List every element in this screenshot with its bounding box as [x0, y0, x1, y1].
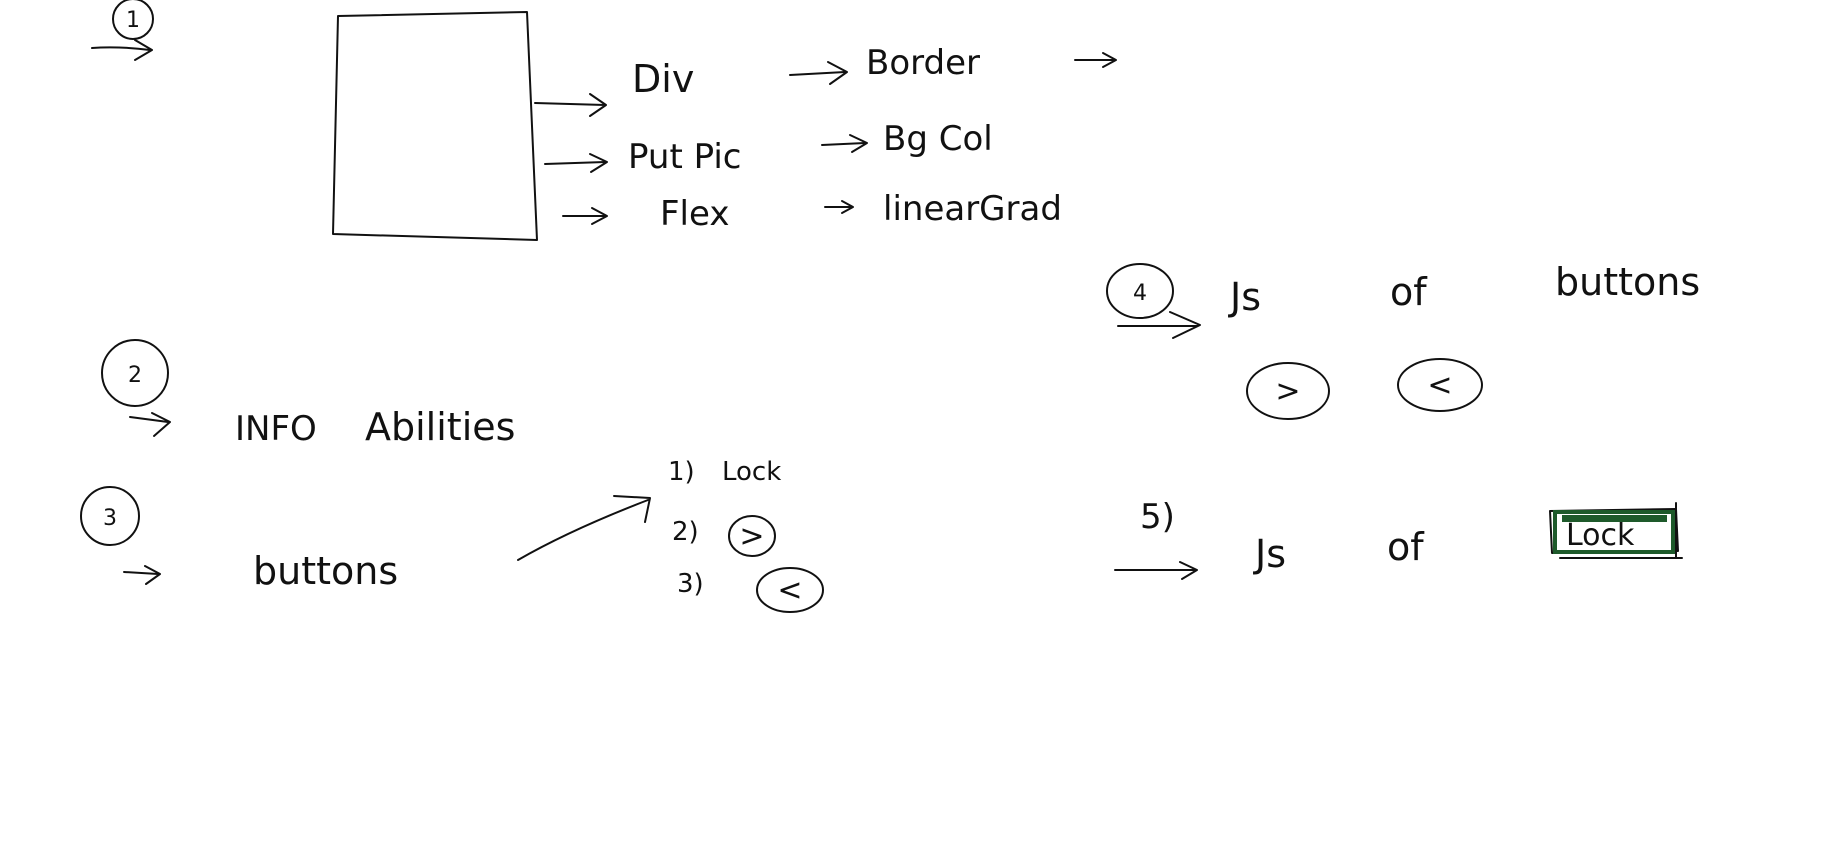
arrow-after-border: [1074, 52, 1117, 68]
label-of: of: [1390, 270, 1428, 314]
arrow-put-pic-to-bg-col: [821, 134, 868, 153]
step-3-badge: [80, 486, 140, 546]
step-2-number: 2: [128, 363, 142, 388]
label-info: INFO: [235, 409, 317, 449]
list-marker: 1): [668, 457, 695, 487]
lock-button-sketch: Lock: [1549, 502, 1683, 559]
step-1-number: 1: [126, 8, 140, 33]
list-item: 2) >: [672, 515, 776, 557]
lock-highlight-bar: [1562, 515, 1667, 522]
step-2-group: 2 INFO Abilities: [101, 339, 515, 449]
step-3-group: 3 buttons 1) Lock 2) > 3) <: [80, 457, 824, 613]
list-item: 3) <: [677, 567, 824, 613]
arrow-to-div: [534, 93, 607, 117]
label-of: of: [1387, 525, 1425, 569]
arrow-to-put-pic: [544, 153, 608, 173]
next-glyph: >: [739, 519, 764, 554]
step-5-number: 5): [1140, 497, 1175, 537]
label-bg-col: Bg Col: [883, 119, 993, 159]
step-4-number: 4: [1133, 281, 1147, 306]
next-glyph: >: [1275, 374, 1300, 409]
list-marker: 2): [672, 517, 699, 547]
lock-highlight: [1553, 510, 1675, 554]
list-item: 1) Lock: [668, 457, 781, 487]
step-3-number: 3: [103, 506, 117, 531]
step-1-arrow: [91, 39, 153, 61]
step-4-badge: [1106, 263, 1174, 319]
lock-underline: [1559, 502, 1683, 559]
prev-button-sketch: [756, 567, 824, 613]
step-5-group: 5) Js of Lock: [1114, 497, 1683, 580]
step-4-group: 4 Js of buttons > <: [1106, 260, 1700, 420]
prev-glyph: <: [777, 573, 802, 608]
prev-button-sketch: [1397, 358, 1483, 412]
step-1-badge: [112, 0, 154, 40]
next-button-sketch: [1246, 362, 1330, 420]
next-button-sketch: [728, 515, 776, 557]
label-border: Border: [866, 43, 980, 83]
list-text-lock: Lock: [722, 457, 781, 487]
label-js: Js: [1228, 275, 1261, 319]
lock-label: Lock: [1566, 518, 1635, 553]
step-2-arrow: [129, 412, 171, 437]
label-linear-grad: linearGrad: [883, 189, 1062, 229]
label-div: Div: [632, 57, 694, 101]
label-abilities: Abilities: [365, 405, 515, 449]
label-js: Js: [1253, 532, 1286, 576]
button-list: 1) Lock 2) > 3) <: [668, 457, 824, 613]
label-flex: Flex: [660, 194, 729, 234]
label-buttons-target: buttons: [1555, 260, 1700, 304]
step-1-group: 1 Div Border Put Pic Bg Col Flex linearG…: [91, 0, 1117, 241]
step-4-arrow: [1117, 311, 1201, 339]
arrow-flex-to-linear-grad: [824, 200, 854, 214]
page-box: [332, 11, 538, 241]
list-marker: 3): [677, 569, 704, 599]
label-buttons: buttons: [253, 549, 398, 593]
step-3-arrow: [123, 565, 161, 585]
arrow-div-to-border: [789, 61, 848, 85]
arrow-to-flex: [562, 207, 608, 225]
prev-glyph: <: [1427, 368, 1452, 403]
step-5-arrow: [1114, 561, 1198, 580]
label-put-pic: Put Pic: [628, 137, 742, 177]
step-2-badge: [101, 339, 169, 407]
arrow-buttons-to-list: [517, 495, 651, 561]
lock-button-outline: [1549, 508, 1679, 554]
